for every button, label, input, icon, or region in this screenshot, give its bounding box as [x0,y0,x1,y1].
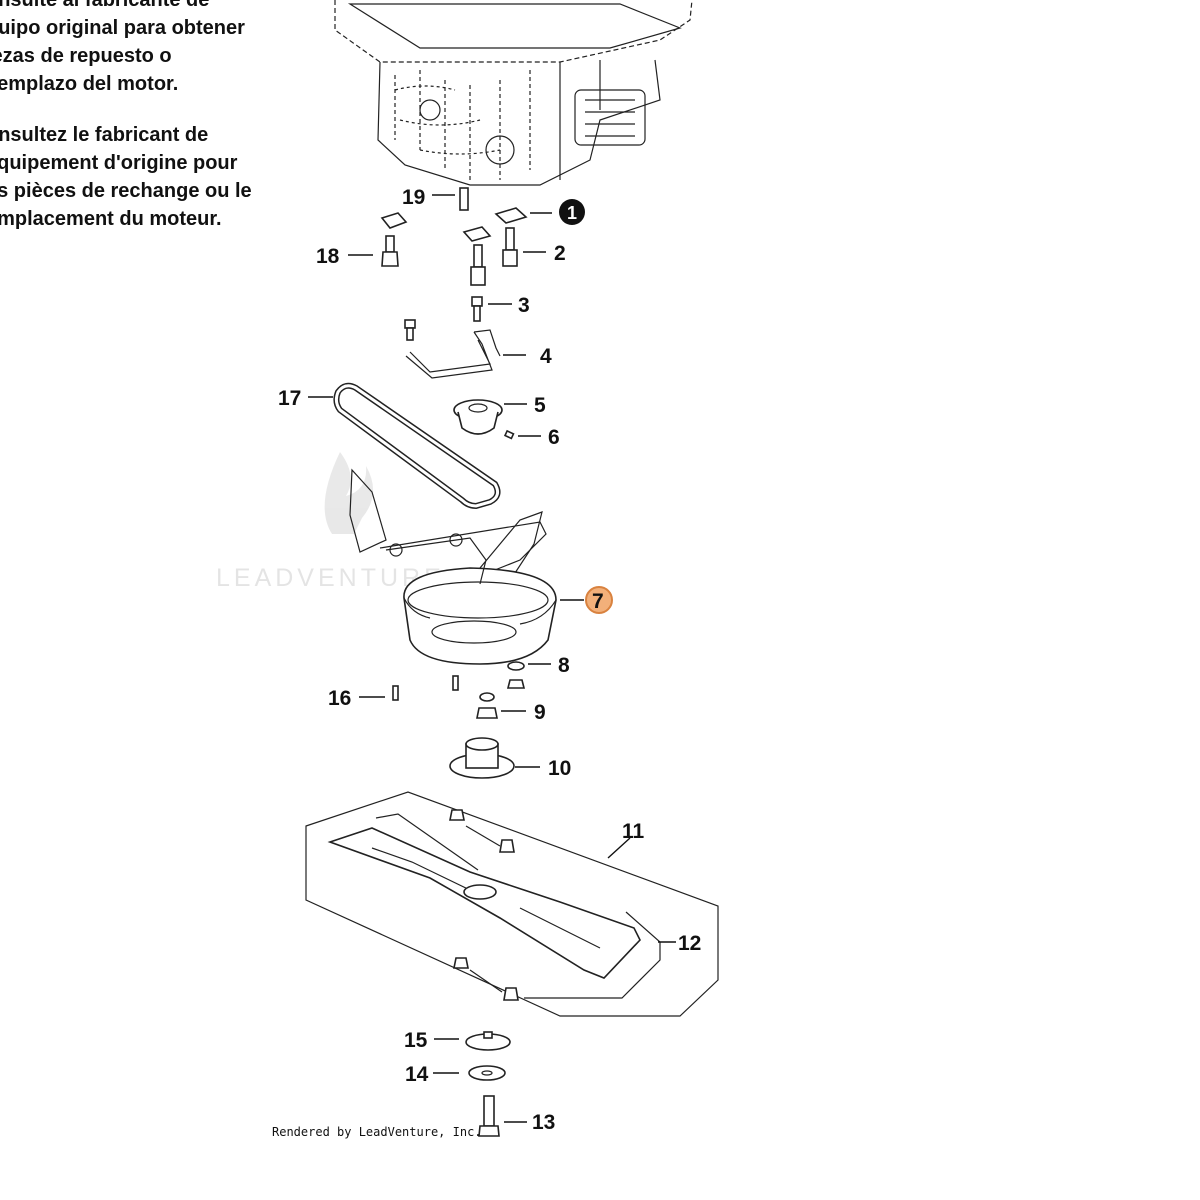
callout-7-highlight [585,586,613,614]
callout-11: 11 [622,820,645,843]
callout-10: 10 [548,757,571,780]
note-line: eemplazo del motor. [0,73,179,95]
callout-19: 19 [402,186,425,209]
callout-8: 8 [558,654,570,677]
part-13-bolt: 13 [478,1095,555,1137]
render-credit: Rendered by LeadVenture, Inc. [272,1125,482,1139]
note-line: es pièces de rechange ou le [0,180,252,202]
callout-1-badge [559,199,585,225]
callout-4: 4 [540,345,552,368]
watermark: LEADVENTURE [216,452,445,592]
part-3-bolt: 3 [471,294,530,322]
note-line: onsulte al fabricante de [0,0,210,11]
callout-9: 9 [534,701,546,724]
part-6-screw: 6 [503,426,560,449]
part-9-nuts: 9 [476,692,546,724]
part-16-screw: 16 [328,675,459,710]
callout-15: 15 [404,1029,428,1052]
part-17-belt: 17 [278,382,501,510]
engine-illustration [334,0,693,186]
part-10-hub: 10 [449,737,571,780]
callout-12: 12 [678,932,701,955]
watermark-text: LEADVENTURE [216,564,445,592]
note-line: emplacement du moteur. [0,208,222,230]
part-5-pulley: 5 [453,394,546,435]
callout-16: 16 [328,687,351,710]
note-line: quipo original para obtener [0,17,245,39]
callout-6: 6 [548,426,560,449]
part-12-blade: 12 [327,809,701,1001]
part-15-washer: 15 [404,1029,511,1052]
french-engine-note: onsultez le fabricant de équipement d'or… [0,121,252,233]
callout-14: 14 [405,1063,429,1086]
callout-3: 3 [518,294,530,317]
note-line: iezas de repuesto o [0,45,172,67]
callout-17: 17 [278,387,301,410]
part-4-bracket: 4 [404,319,552,379]
part-1-spacer: 1 [380,199,585,242]
part-18-bolt: 18 [316,235,399,268]
part-8-washer: 8 [506,654,570,689]
part-14-washer: 14 [405,1063,506,1086]
note-line: équipement d'origine pour [0,152,238,174]
callout-5: 5 [534,394,546,417]
part-19-key: 19 [402,186,469,211]
spanish-engine-note: onsulte al fabricante de quipo original … [0,0,245,98]
note-line: onsultez le fabricant de [0,124,209,146]
part-7-housing: 7 [349,468,613,665]
callout-13: 13 [532,1111,555,1134]
part-2-bolts: 2 [470,227,566,286]
callout-18: 18 [316,245,340,268]
callout-7: 7 [592,590,604,613]
callout-1: 1 [567,203,577,223]
callout-2: 2 [554,242,566,265]
